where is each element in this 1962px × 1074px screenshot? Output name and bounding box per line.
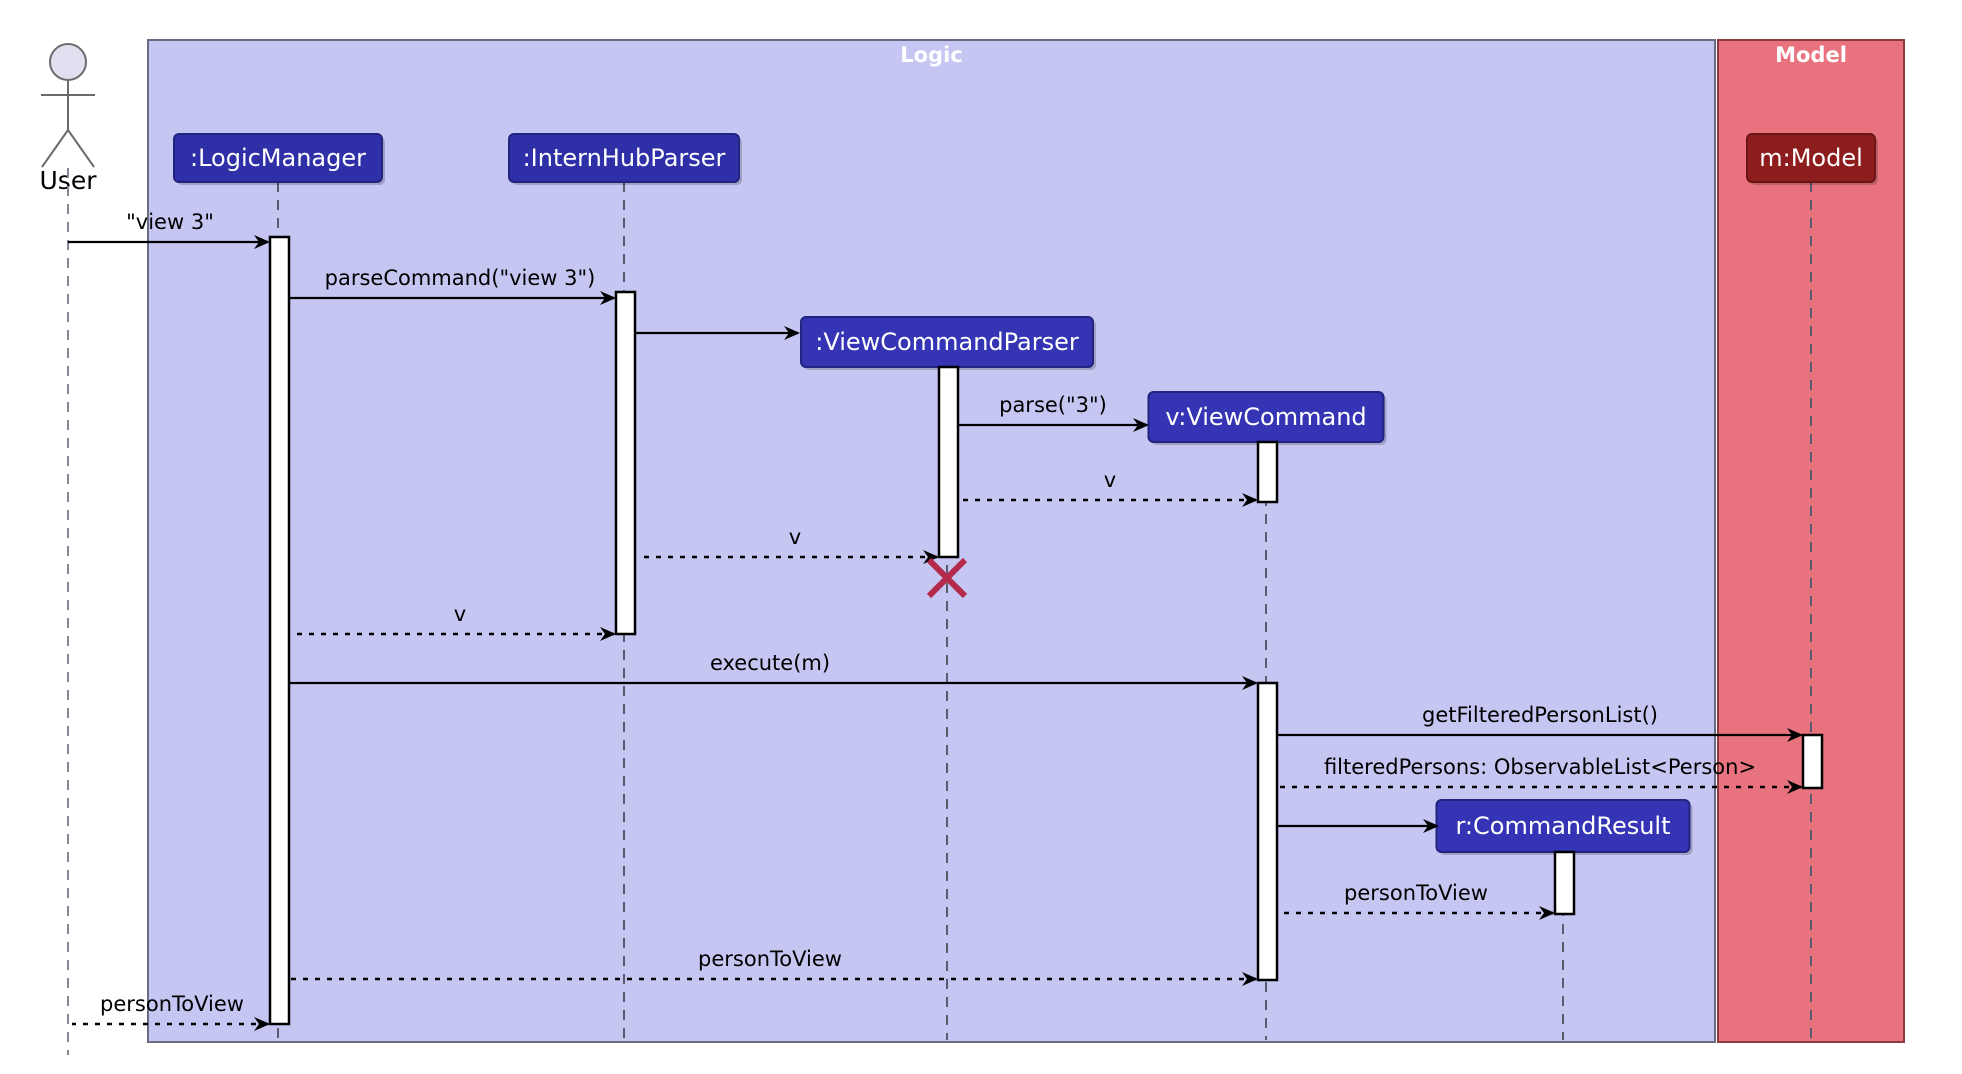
message-m7: v: [291, 602, 616, 641]
message-m8: execute(m): [289, 651, 1258, 690]
message-m9-label: getFilteredPersonList(): [1422, 703, 1658, 727]
participant-boxes: :LogicManager :InternHubParser :ViewComman…: [173, 133, 1878, 1040]
destroy-x-stroke-2: [926, 557, 968, 599]
participant-model[interactable]: m:Model: [1746, 133, 1878, 1040]
message-m14: personToView: [72, 992, 270, 1031]
message-m5-label: v: [1104, 468, 1116, 492]
group-logic: Logic: [147, 39, 1716, 1043]
participant-command-result[interactable]: r:CommandResult: [1435, 799, 1693, 1040]
actor-left-leg: [41, 129, 69, 168]
message-m8-label: execute(m): [710, 651, 830, 675]
message-m12-label: personToView: [1344, 881, 1488, 905]
activation-bar-view-command-parser-2: [937, 365, 960, 559]
participant-model-box[interactable]: [1746, 133, 1876, 183]
actor-user: User: [40, 43, 97, 1055]
activation-bar-view-command-4: [1256, 681, 1279, 982]
group-boxes: Logic Model: [147, 39, 1905, 1043]
participant-internhub-parser-label: :InternHubParser: [523, 144, 726, 172]
message-m1-label: "view 3": [126, 210, 214, 234]
message-m10: filteredPersons: ObservableList<Person>: [1279, 755, 1803, 794]
group-logic-title: Logic: [900, 43, 963, 67]
participant-internhub-parser-box[interactable]: [508, 133, 740, 183]
destroy-marker: [926, 557, 968, 599]
message-m1: "view 3": [68, 210, 270, 249]
activation-bar-command-result-6: [1553, 850, 1576, 916]
activation-bar-logic-manager-0: [268, 235, 291, 1026]
participant-logic-manager-label: :LogicManager: [190, 144, 366, 172]
group-model-title: Model: [1775, 43, 1847, 67]
message-m12: personToView: [1279, 881, 1555, 920]
activation-bars: [268, 235, 1824, 1026]
actor-right-leg: [67, 129, 95, 168]
participant-view-command-label: v:ViewCommand: [1165, 403, 1366, 431]
message-m6: v: [637, 525, 939, 564]
message-m9: getFilteredPersonList(): [1277, 703, 1803, 742]
message-m4-label: parse("3"): [999, 393, 1107, 417]
message-m13-label: personToView: [698, 947, 842, 971]
activation-bar-view-command-3: [1256, 440, 1279, 504]
participant-logic-manager-box[interactable]: [173, 133, 383, 183]
participant-logic-manager[interactable]: :LogicManager: [173, 133, 385, 1040]
message-m4: parse("3"): [958, 393, 1149, 432]
message-m13: personToView: [291, 947, 1258, 986]
participant-view-command-parser-label: :ViewCommandParser: [815, 328, 1079, 356]
actor-head-icon: [49, 43, 87, 81]
message-m10-label: filteredPersons: ObservableList<Person>: [1324, 755, 1756, 779]
participant-view-command[interactable]: v:ViewCommand: [1147, 391, 1387, 1040]
group-logic-rect: [147, 39, 1716, 1043]
message-m5: v: [960, 468, 1258, 507]
participant-internhub-parser[interactable]: :InternHubParser: [508, 133, 742, 1040]
activation-bar-model-5: [1801, 733, 1824, 790]
participant-command-result-label: r:CommandResult: [1455, 812, 1670, 840]
activation-bar-internhub-parser-1: [614, 290, 637, 636]
message-m14-label: personToView: [100, 992, 244, 1016]
participant-model-label: m:Model: [1759, 144, 1863, 172]
message-m2-label: parseCommand("view 3"): [325, 266, 596, 290]
destroy-x-icon: [926, 557, 968, 599]
messages: "view 3" parseCommand("view 3") parse("3")…: [68, 210, 1803, 1031]
message-m2: parseCommand("view 3"): [289, 266, 616, 305]
actor-user: User: [40, 43, 97, 1055]
message-m6-label: v: [789, 525, 801, 549]
message-m7-label: v: [454, 602, 466, 626]
